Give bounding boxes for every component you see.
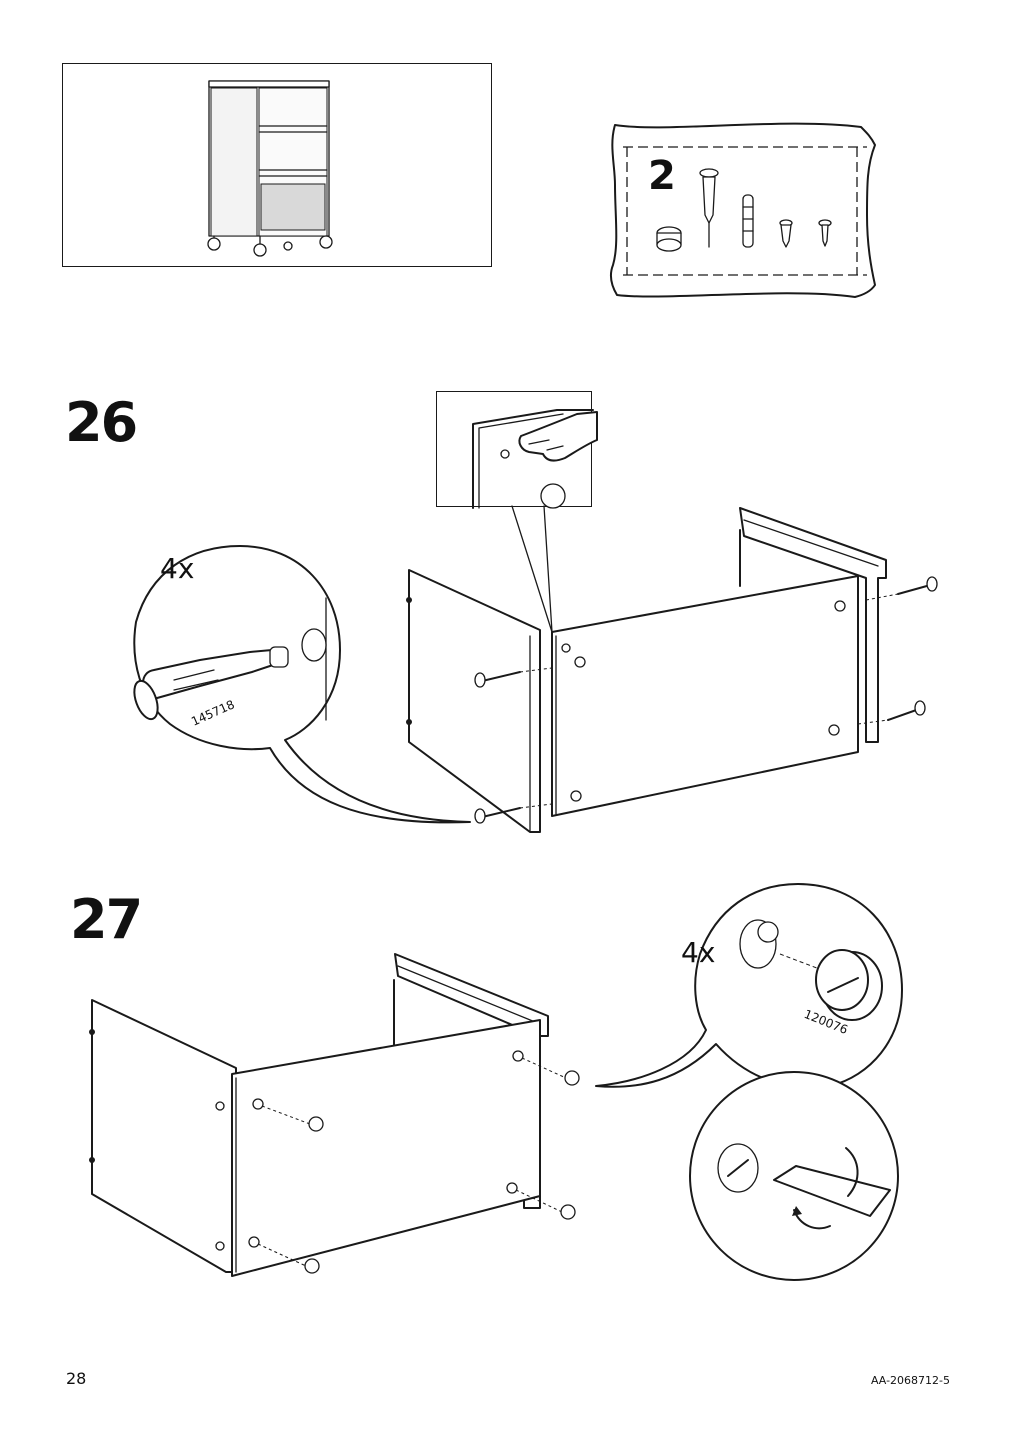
bag-number: 2 — [648, 153, 676, 199]
fittings-bag — [605, 115, 885, 305]
cabinet-illustration — [207, 80, 333, 257]
cam-bolt-4 — [857, 700, 926, 725]
quantity-step-27: 4x — [681, 936, 716, 969]
inset-detail-frame — [436, 391, 598, 509]
document-code: AA-2068712-5 — [870, 1374, 950, 1387]
cam-bolt-2 — [474, 803, 553, 824]
step-number-26: 26 — [65, 391, 138, 454]
cam-bolt-1 — [474, 667, 553, 688]
cam-lock-4 — [515, 1189, 576, 1220]
product-overview-frame — [62, 63, 492, 267]
cam-bolt-3 — [865, 576, 938, 601]
cam-lock-1 — [261, 1105, 324, 1132]
cam-lock-2 — [257, 1243, 320, 1274]
quantity-step-26: 4x — [160, 552, 195, 585]
cam-lock-3 — [521, 1057, 580, 1086]
step-number-27: 27 — [70, 888, 143, 951]
page-number: 28 — [66, 1369, 87, 1388]
